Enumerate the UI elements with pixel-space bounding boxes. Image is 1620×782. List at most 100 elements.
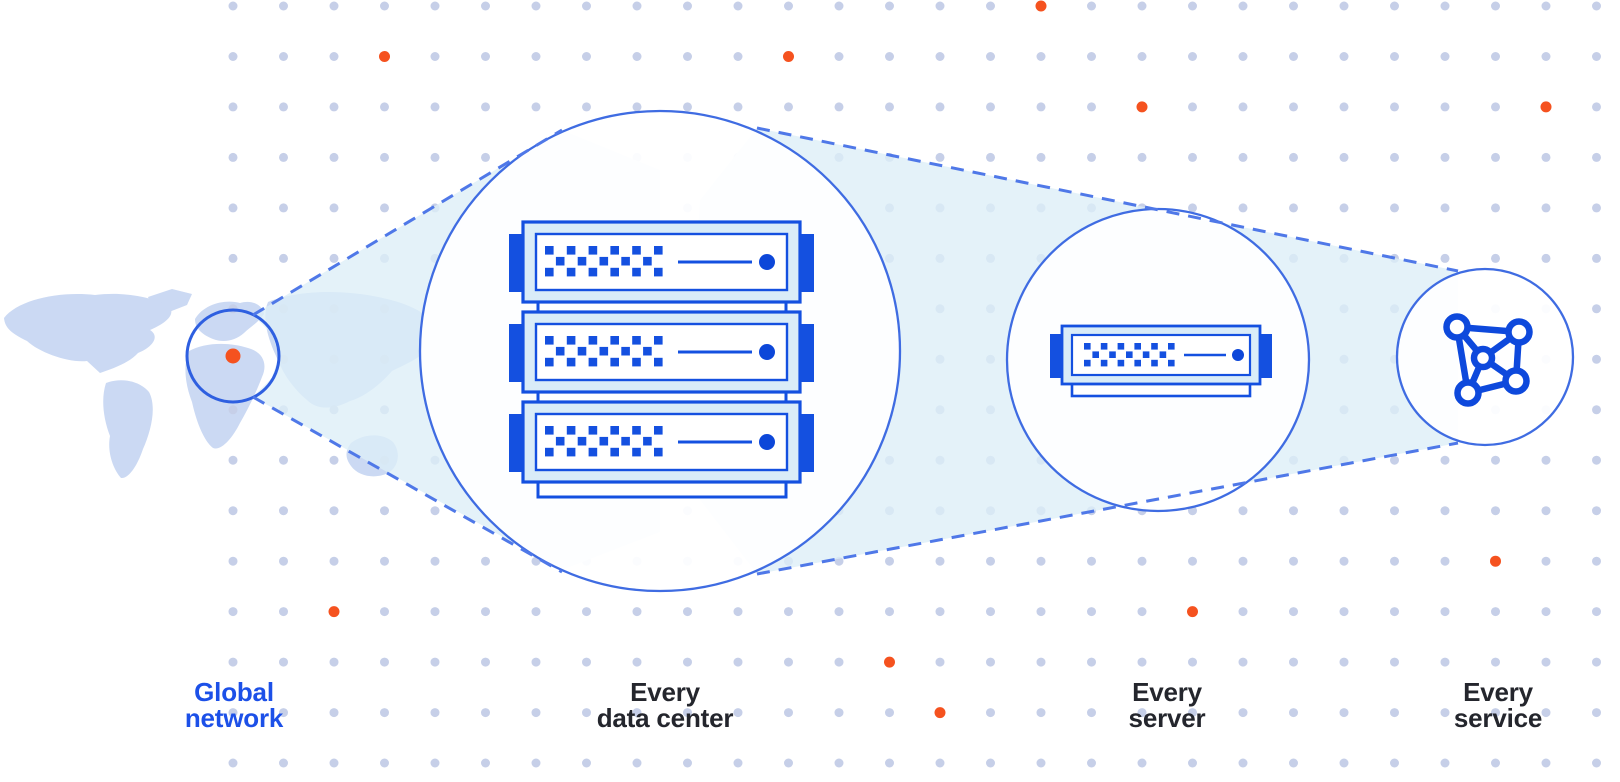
grid-dot-orange bbox=[1490, 555, 1501, 567]
grid-dot bbox=[582, 657, 591, 667]
grid-dot bbox=[531, 607, 541, 617]
led-square bbox=[1092, 351, 1099, 358]
led-square bbox=[621, 436, 630, 446]
led-square bbox=[1168, 359, 1175, 367]
grid-dot bbox=[834, 758, 844, 768]
grid-dot bbox=[1188, 1, 1197, 11]
grid-dot bbox=[582, 102, 591, 112]
led-square bbox=[1151, 359, 1158, 367]
grid-dot bbox=[935, 52, 945, 61]
label-line: server bbox=[1128, 703, 1206, 733]
led-square bbox=[1100, 343, 1108, 350]
led-square bbox=[588, 336, 598, 345]
grid-dot bbox=[582, 708, 591, 718]
grid-dot bbox=[1087, 102, 1096, 112]
rack-ear-left bbox=[509, 234, 523, 292]
grid-dot bbox=[1238, 607, 1248, 617]
grid-dot bbox=[1491, 52, 1500, 61]
grid-dot bbox=[380, 607, 389, 617]
led-square bbox=[654, 447, 663, 457]
map-highlight-circle bbox=[185, 308, 281, 404]
grid-dot bbox=[430, 506, 440, 516]
grid-dot bbox=[1238, 657, 1248, 667]
grid-dot bbox=[380, 152, 389, 162]
led-square bbox=[1084, 343, 1091, 350]
led-square bbox=[643, 256, 652, 266]
grid-dot bbox=[380, 506, 389, 516]
dash-upper-left bbox=[252, 128, 563, 317]
grid-dot bbox=[1036, 758, 1046, 768]
grid-dot bbox=[380, 758, 389, 768]
grid-dot bbox=[228, 52, 238, 61]
led-square bbox=[545, 426, 554, 435]
rack-ear-left bbox=[509, 324, 523, 382]
led-square bbox=[654, 336, 663, 345]
grid-dot bbox=[279, 1, 288, 11]
rack-ear-right bbox=[1260, 334, 1272, 378]
led-square bbox=[643, 436, 652, 446]
grid-dot bbox=[1188, 102, 1197, 112]
grid-dot bbox=[885, 556, 894, 566]
grid-dot bbox=[1339, 152, 1349, 162]
grid-dot bbox=[683, 758, 692, 768]
grid-dot bbox=[1592, 405, 1601, 415]
grid-dot bbox=[380, 556, 389, 566]
grid-dot bbox=[1592, 102, 1601, 112]
grid-dot bbox=[632, 607, 642, 617]
led-square bbox=[610, 426, 619, 435]
grid-dot bbox=[430, 152, 440, 162]
grid-dot bbox=[481, 708, 490, 718]
grid-dot bbox=[1592, 708, 1601, 718]
label-line: service bbox=[1453, 703, 1543, 733]
led-square bbox=[599, 436, 609, 446]
grid-dot bbox=[1390, 1, 1399, 11]
grid-dot bbox=[430, 52, 440, 61]
led-square bbox=[654, 246, 663, 255]
led-square bbox=[599, 346, 609, 356]
grid-dot bbox=[279, 758, 288, 768]
grid-dot-orange bbox=[379, 51, 390, 62]
led-square bbox=[577, 346, 587, 356]
grid-dot bbox=[430, 758, 440, 768]
grid-dot bbox=[632, 708, 642, 718]
grid-dot bbox=[1390, 556, 1399, 566]
grid-dot bbox=[1137, 1, 1147, 11]
server-power-dot bbox=[759, 254, 775, 270]
led-square bbox=[1109, 351, 1116, 358]
grid-dot bbox=[481, 52, 490, 61]
grid-dot bbox=[1289, 657, 1298, 667]
led-square bbox=[1117, 359, 1125, 367]
grid-dot bbox=[1036, 52, 1046, 61]
grid-dot bbox=[380, 657, 389, 667]
server-led-pattern bbox=[1084, 343, 1175, 367]
grid-dot bbox=[279, 102, 288, 112]
grid-dot bbox=[481, 657, 490, 667]
grid-dot bbox=[1541, 657, 1551, 667]
grid-dot bbox=[582, 52, 591, 61]
server-led-pattern bbox=[545, 426, 663, 457]
grid-dot bbox=[935, 657, 945, 667]
grid-dot bbox=[228, 708, 238, 718]
grid-dot bbox=[1592, 506, 1601, 516]
grid-dot bbox=[1289, 102, 1298, 112]
grid-dot bbox=[1339, 1, 1349, 11]
led-square bbox=[610, 447, 619, 457]
grid-dot bbox=[279, 152, 288, 162]
grid-dot bbox=[1541, 52, 1551, 61]
server-unit bbox=[509, 400, 814, 484]
grid-dot bbox=[1541, 708, 1551, 718]
grid-dot bbox=[531, 708, 541, 718]
grid-dot bbox=[228, 405, 238, 415]
grid-dot bbox=[329, 253, 339, 263]
grid-dot bbox=[1137, 758, 1147, 768]
network-icon bbox=[1443, 313, 1533, 407]
led-square bbox=[621, 346, 630, 356]
led-square bbox=[654, 267, 663, 277]
grid-dot bbox=[329, 1, 339, 11]
dash-upper-right bbox=[756, 126, 1459, 273]
grid-dot bbox=[986, 556, 995, 566]
network-node bbox=[1502, 367, 1530, 395]
grid-dot bbox=[1289, 1, 1298, 11]
dashed-connectors bbox=[252, 126, 1459, 576]
